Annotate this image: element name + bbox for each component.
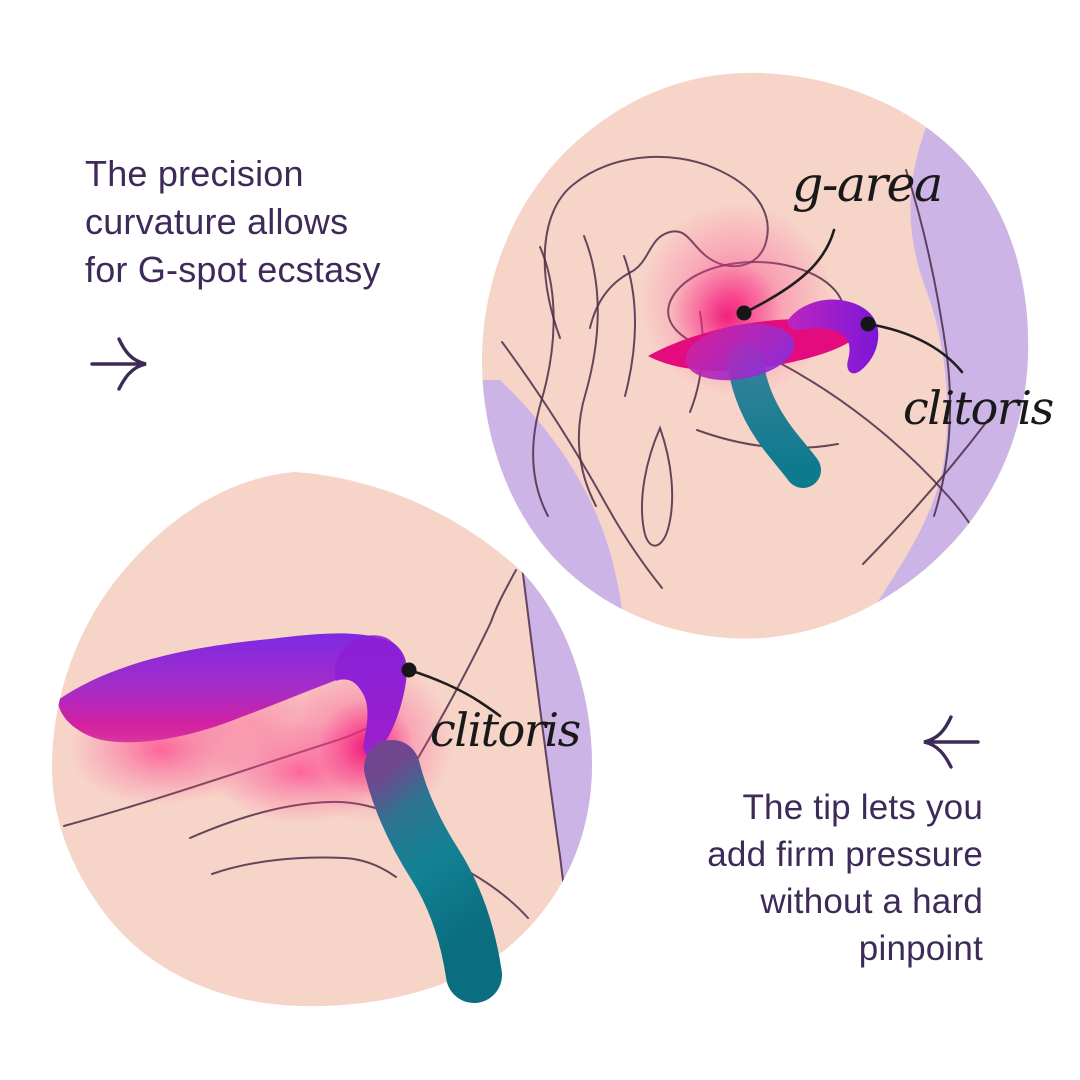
right-arrow-icon	[88, 334, 152, 394]
caption-line: add firm pressure	[707, 835, 983, 874]
clitoris-dot	[401, 662, 417, 678]
clitoris-hook-overlay	[334, 635, 407, 757]
clitoris-connector-line	[866, 322, 964, 374]
clitoris-connector-line	[407, 668, 502, 718]
clitoris-dot	[860, 316, 876, 332]
g-area-connector-line	[742, 228, 836, 315]
wand-tool	[364, 740, 502, 1003]
caption-line: pinpoint	[858, 929, 983, 968]
label-g-area: g-area	[792, 156, 943, 213]
caption-tip-pressure: The tip lets you add firm pressure witho…	[707, 784, 983, 972]
caption-line: for G-spot ecstasy	[85, 249, 381, 290]
g-area-dot	[736, 305, 752, 321]
vestibular-bulb-shape	[685, 323, 795, 381]
caption-line: curvature allows	[85, 201, 349, 242]
clitoris-shape	[787, 299, 879, 374]
caption-line: The precision	[85, 153, 304, 194]
left-arrow-icon	[918, 712, 982, 772]
caption-precision-curvature: The precision curvature allows for G-spo…	[85, 150, 381, 294]
label-clitoris-bottom-left: clitoris	[430, 703, 581, 757]
caption-line: The tip lets you	[742, 788, 983, 827]
caption-line: without a hard	[760, 882, 983, 921]
label-clitoris-top-right: clitoris	[903, 381, 1054, 435]
wand-tool	[727, 344, 821, 488]
clitoris-wing-shape	[58, 633, 407, 757]
